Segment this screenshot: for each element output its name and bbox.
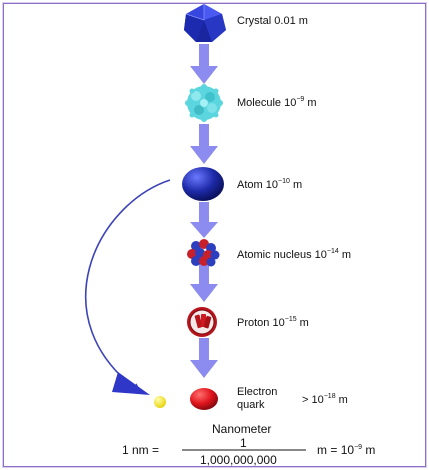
crystal-size: 0.01 m — [274, 15, 308, 27]
formula-denominator: 1,000,000,000 — [200, 453, 277, 467]
nucleus-name: Atomic nucleus — [237, 249, 312, 261]
molecule-name: Molecule — [237, 97, 282, 109]
electron-name: Electron — [237, 386, 278, 398]
crystal-name: Crystal — [237, 15, 272, 27]
quark-name: quark — [237, 399, 265, 411]
atom-base: 10 — [265, 179, 278, 191]
proton-icon — [187, 307, 217, 337]
nucleus-unit: m — [341, 249, 352, 261]
electron-quark-label: Electron quark — [237, 386, 277, 412]
electron-icon — [154, 396, 166, 408]
proton-unit: m — [299, 317, 309, 329]
electron-quark-base: > 10 — [302, 394, 324, 406]
arrow-nucleus-to-proton — [190, 264, 218, 302]
arrow-proton-to-quark — [190, 338, 218, 378]
arrow-molecule-to-atom — [190, 124, 218, 164]
atom-icon — [182, 167, 224, 201]
formula-equals: = — [330, 443, 338, 457]
atom-name: Atom — [237, 179, 263, 191]
formula-rhs-unit: m — [365, 443, 376, 457]
formula-rhs: m = 10−9 m — [317, 443, 375, 457]
proton-exp: −15 — [284, 316, 297, 323]
proton-label: Proton 10−15 m — [237, 316, 309, 329]
atom-to-electron-curve — [85, 179, 171, 394]
electron-quark-exp: −18 — [323, 393, 336, 400]
electron-quark-unit: m — [338, 394, 348, 406]
nucleus-label: Atomic nucleus 10−14 m — [237, 248, 351, 261]
nucleus-exp: −14 — [326, 248, 339, 255]
formula-rhs-exp: −9 — [354, 444, 363, 451]
proton-name: Proton — [237, 317, 270, 329]
formula-lhs: 1 nm = — [122, 443, 160, 457]
diagram-frame — [3, 3, 426, 467]
quark-icon — [190, 388, 218, 410]
formula-title: Nanometer — [212, 422, 272, 436]
formula-rhs-base: 10 — [340, 443, 355, 457]
atom-exp: −10 — [278, 178, 290, 185]
formula-numerator: 1 — [240, 436, 247, 450]
molecule-icon — [185, 84, 223, 122]
molecule-label: Molecule 10−9 m — [237, 96, 317, 109]
crystal-icon — [184, 4, 226, 42]
molecule-exp: −9 — [296, 96, 305, 103]
crystal-label: Crystal 0.01 m — [237, 15, 308, 27]
atom-label: Atom 10−10 m — [237, 178, 302, 191]
proton-base: 10 — [272, 317, 285, 329]
molecule-base: 10 — [284, 97, 297, 109]
arrow-crystal-to-molecule — [190, 44, 218, 84]
arrow-atom-to-nucleus — [190, 202, 218, 238]
nucleus-base: 10 — [314, 249, 327, 261]
nucleus-icon — [187, 239, 220, 267]
curve-arrowhead — [112, 372, 150, 395]
formula-unit: m — [317, 443, 327, 457]
electron-quark-size: > 10−18 m — [302, 393, 348, 406]
molecule-unit: m — [307, 97, 317, 109]
atom-unit: m — [292, 179, 303, 191]
